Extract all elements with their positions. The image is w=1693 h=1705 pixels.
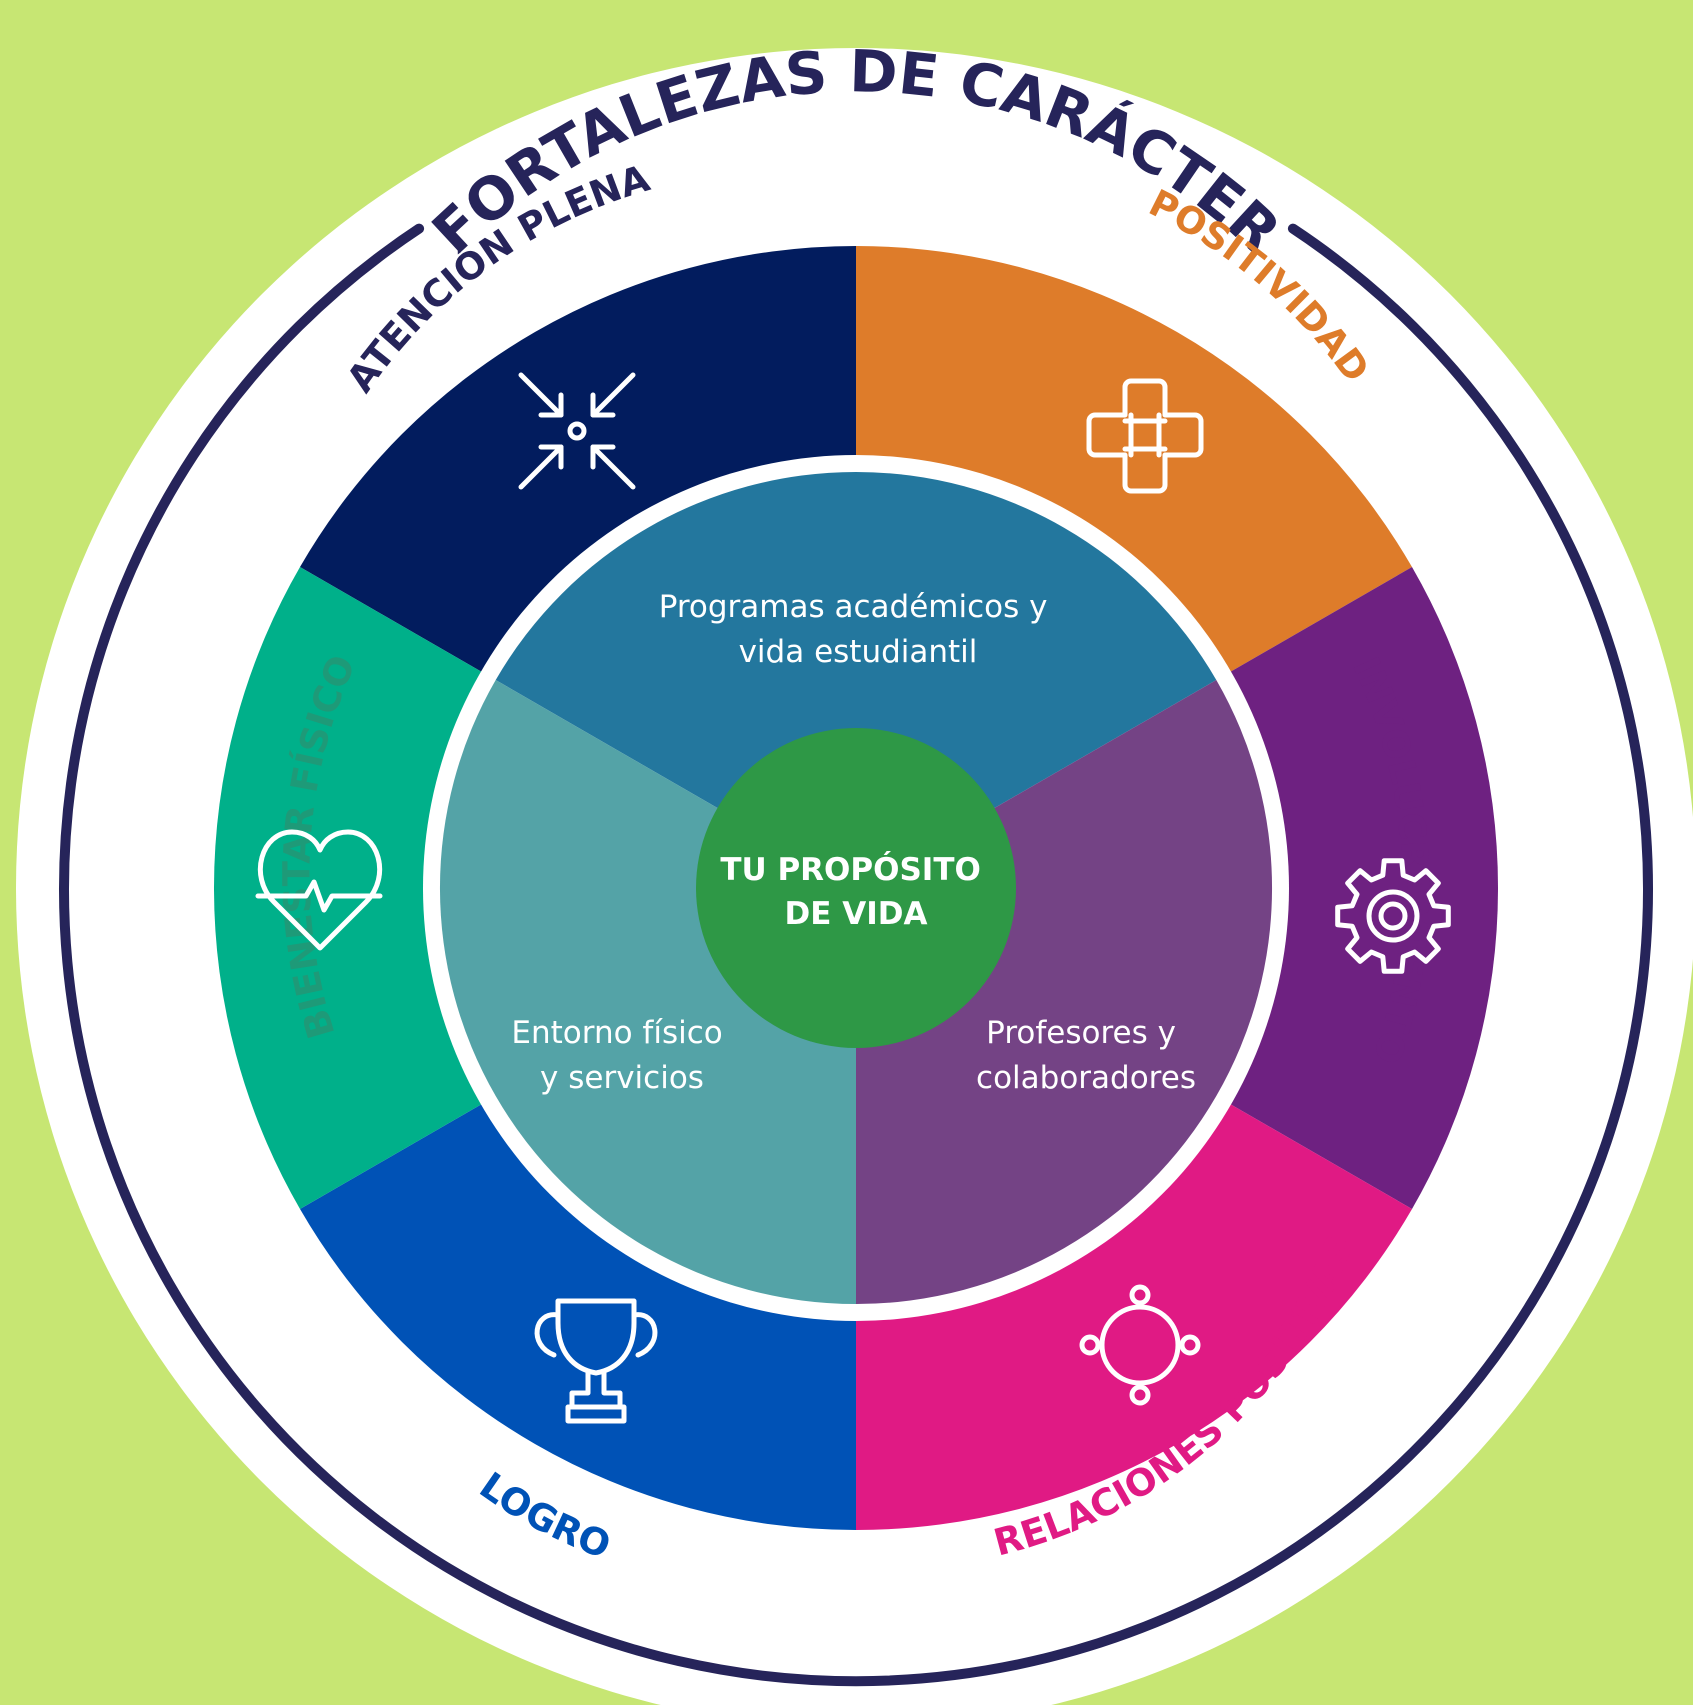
inner-label-programas-line1: Programas académicos y <box>659 589 1048 625</box>
heart-pulse-icon <box>255 829 383 951</box>
connection-circle-icon <box>1079 1284 1201 1406</box>
inner-label-programas-line2: vida estudiantil <box>739 634 978 670</box>
outer-outline-arc <box>59 223 1653 1687</box>
svg-text:TU PROPÓSITO DE VIDA: TU PROPÓSITO DE VIDA <box>720 851 991 932</box>
svg-text:Profesores y colaboradores: Profesores y colaboradores <box>976 1015 1196 1096</box>
inner-label-entorno-line1: Entorno físico <box>511 1015 722 1051</box>
trophy-icon <box>534 1298 658 1424</box>
svg-text:Entorno físico y servicios: Entorno físico y servicios <box>511 1015 732 1096</box>
inner-label-profesores-line2: colaboradores <box>976 1060 1196 1096</box>
center-label-line2: DE VIDA <box>785 896 928 932</box>
inner-label-profesores-line1: Profesores y <box>986 1015 1176 1051</box>
svg-text:Programas académicos y vid: Programas académicos y vida estudiantil <box>659 589 1058 670</box>
focus-arrows-icon <box>518 372 636 490</box>
center-label-line1: TU PROPÓSITO <box>720 851 981 888</box>
center-circle <box>696 728 1016 1048</box>
plus-cross-icon <box>1086 378 1204 494</box>
inner-label-entorno-line2: y servicios <box>540 1060 704 1096</box>
gear-icon <box>1335 858 1451 974</box>
inner-segment-programas <box>495 471 1217 888</box>
